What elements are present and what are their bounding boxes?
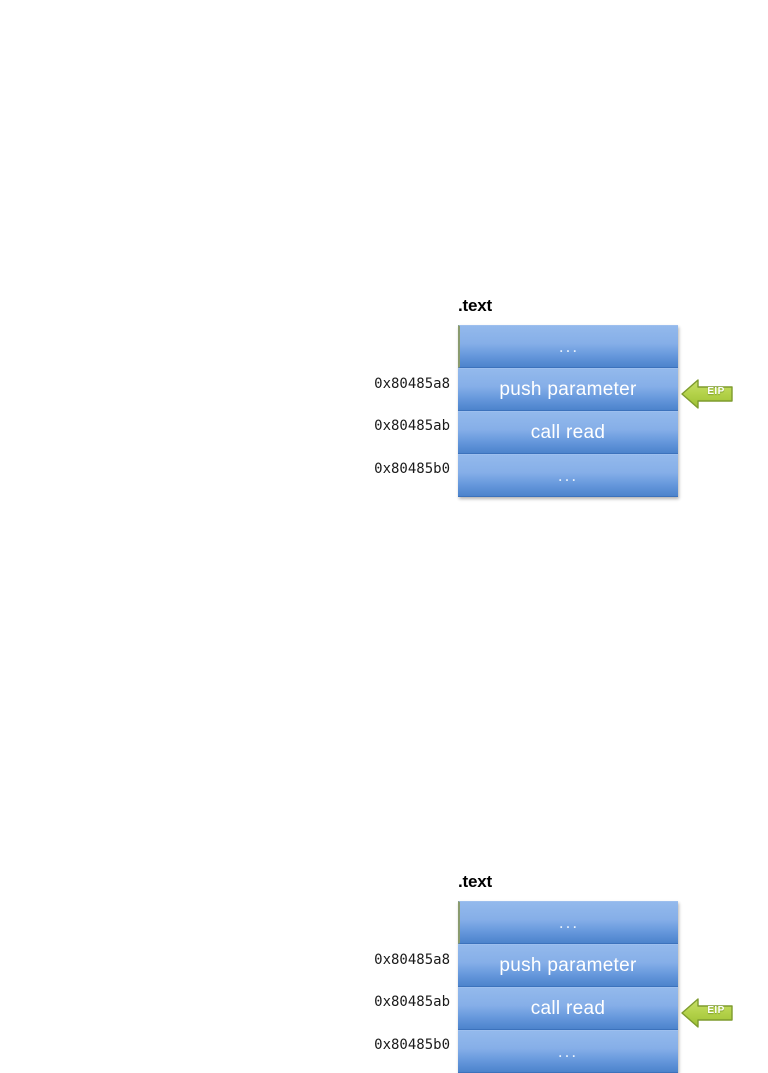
memory-row-ellipsis-bottom: ... — [458, 454, 678, 497]
memory-row-label: push parameter — [499, 955, 637, 976]
memory-block-stack: ... push parameter call read ... — [458, 901, 678, 1073]
memory-row-ellipsis-bottom: ... — [458, 1030, 678, 1073]
address-label-0x80485a8: 0x80485a8 — [374, 376, 450, 392]
memory-row-label: call read — [530, 998, 606, 1019]
memory-row-label: ... — [557, 466, 579, 485]
eip-pointer-arrow: EIP — [681, 377, 733, 411]
address-label-0x80485a8: 0x80485a8 — [374, 952, 450, 968]
page-root: { "page": { "background_color": "#ffffff… — [374, 296, 733, 1073]
memory-block-stack: ... push parameter call read ... — [458, 325, 678, 497]
section-label-text: .text — [458, 296, 492, 315]
memory-row-label: call read — [530, 422, 606, 443]
address-label-0x80485b0: 0x80485b0 — [374, 461, 450, 477]
memory-row-ellipsis-top: ... — [458, 325, 678, 368]
address-label-0x80485ab: 0x80485ab — [374, 418, 450, 434]
memory-row-label: ... — [557, 1042, 579, 1061]
memory-row-ellipsis-top: ... — [458, 901, 678, 944]
memory-row-label: ... — [558, 337, 580, 356]
eip-pointer-arrow: EIP — [681, 996, 733, 1030]
memory-row-call-read: call read — [458, 987, 678, 1030]
left-arrow-icon — [681, 998, 733, 1028]
address-label-0x80485ab: 0x80485ab — [374, 994, 450, 1010]
left-arrow-icon — [681, 379, 733, 409]
memory-row-push-parameter: push parameter — [458, 944, 678, 987]
memory-row-label: ... — [558, 913, 580, 932]
section-label-text: .text — [458, 872, 492, 891]
memory-row-push-parameter: push parameter — [458, 368, 678, 411]
memory-row-label: push parameter — [499, 379, 637, 400]
memory-row-call-read: call read — [458, 411, 678, 454]
address-label-0x80485b0: 0x80485b0 — [374, 1037, 450, 1053]
